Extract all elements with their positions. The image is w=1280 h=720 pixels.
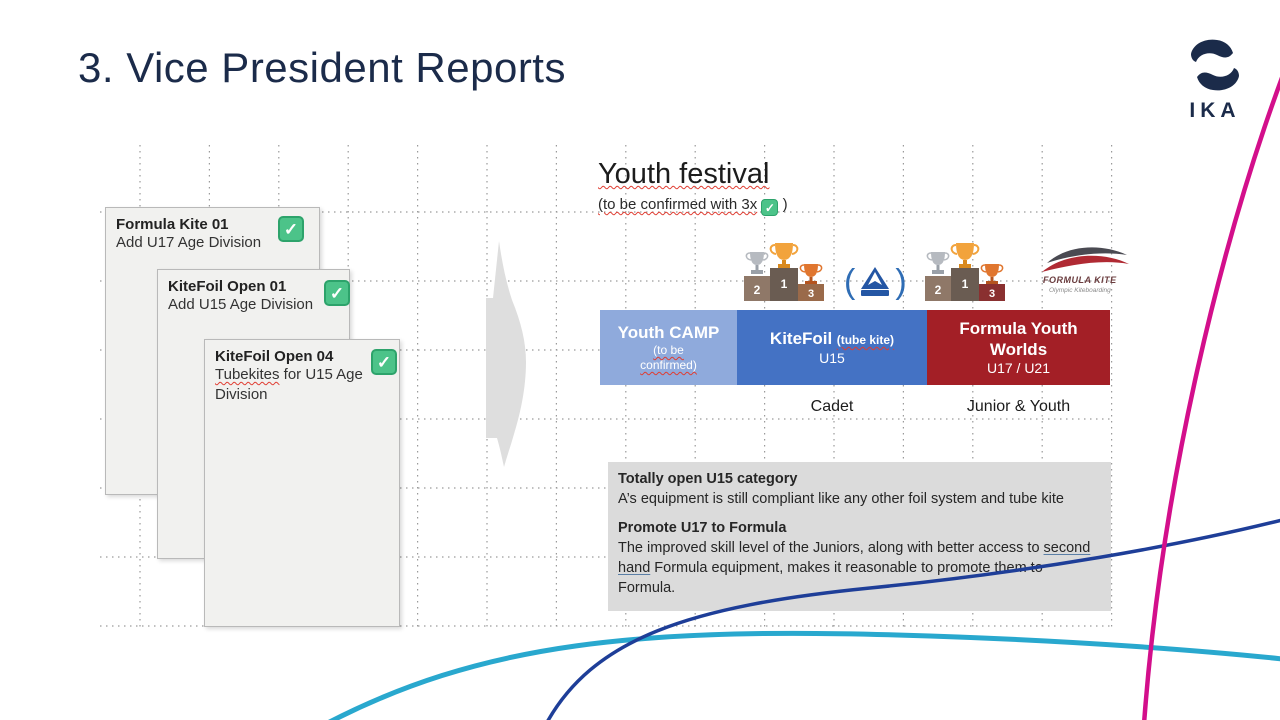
youth-foil-class-logo: ( ) (844, 262, 907, 301)
podium-trophies-left: 2 1 3 (744, 243, 824, 301)
notes-paragraph-2: The improved skill level of the Juniors,… (618, 538, 1101, 598)
right-paren: ) (895, 262, 907, 301)
age-label-cadet: Cadet (810, 398, 854, 415)
category-title: KiteFoil (769, 328, 833, 348)
podium-trophies-right: 2 1 3 (924, 243, 1005, 301)
card-body-rest: for U15 Age Division (215, 366, 363, 404)
youth-festival-subheading: (to be confirmed with 3x ✓ ) (598, 196, 788, 216)
category-title-note: (tube kite) (836, 332, 895, 347)
checkmark-icon: ✓ (324, 280, 350, 306)
page-title: 3. Vice President Reports (78, 44, 566, 91)
checkmark-icon: ✓ (761, 199, 779, 216)
notes-heading-2: Promote U17 to Formula (618, 520, 787, 536)
podium-place-2: 2 (934, 283, 941, 297)
notes-paragraph-1: A’s equipment is still compliant like an… (618, 491, 1064, 507)
card-title: Formula Kite 01 (116, 216, 229, 233)
age-label-junior-youth: Junior & Youth (966, 398, 1071, 415)
silver-trophy-icon (745, 252, 769, 274)
icons-row: 2 1 3 ( (740, 238, 1131, 302)
category-subtitle: (to be (653, 343, 684, 358)
cyan-curve (328, 630, 1280, 720)
category-kitefoil[interactable]: KiteFoil (tube kite) U15 (737, 310, 927, 385)
notes-p2-start: The improved skill level of the Juniors,… (618, 540, 1044, 556)
card-title: KiteFoil Open 04 (215, 348, 334, 365)
podium-place-2: 2 (754, 283, 761, 297)
category-subtitle: U17 / U21 (986, 360, 1051, 376)
bronze-trophy-icon (799, 264, 823, 284)
category-subtitle: confirmed) (640, 358, 697, 373)
category-title: Youth CAMP (617, 322, 720, 342)
gold-trophy-icon (769, 243, 799, 268)
subheading-close: ) (782, 196, 788, 213)
ika-swirl-icon (1191, 39, 1239, 91)
category-boxes: Youth CAMP (to be confirmed) KiteFoil (t… (600, 310, 1110, 385)
youth-festival-heading: Youth festival (598, 158, 769, 191)
ika-wordmark: IKA (1189, 99, 1241, 122)
dark-swoosh (1046, 247, 1127, 263)
podium-place-3: 3 (989, 288, 995, 300)
card-title: KiteFoil Open 01 (168, 278, 287, 295)
arrow-shape (486, 241, 526, 467)
left-paren: ( (844, 262, 856, 301)
subheading-text: (to be confirmed with 3x (598, 196, 758, 213)
red-swoosh (1041, 255, 1129, 272)
notes-box[interactable]: Totally open U15 category A’s equipment … (608, 462, 1111, 611)
checkmark-icon: ✓ (371, 349, 397, 375)
formula-kite-logo: FORMULA KITE Olympic Kiteboarding (1039, 243, 1131, 300)
gold-trophy-icon (950, 243, 980, 268)
category-formula-youth[interactable]: Formula Youth Worlds U17 / U21 (927, 310, 1110, 385)
silver-trophy-icon (926, 252, 950, 274)
category-title: Formula Youth (959, 318, 1078, 338)
magenta-curve (1142, 76, 1280, 720)
category-youth-camp[interactable]: Youth CAMP (to be confirmed) (600, 310, 737, 385)
card-body-word: Tubekites (215, 366, 280, 383)
youth-festival-text: Youth festival (598, 158, 770, 190)
notes-heading-1: Totally open U15 category (618, 471, 798, 487)
checkmark-icon: ✓ (278, 216, 304, 242)
category-title: Worlds (989, 339, 1048, 359)
podium-place-1: 1 (961, 277, 968, 291)
card-body: Add U15 Age Division (168, 296, 314, 313)
card-body: Add U17 Age Division (116, 234, 262, 251)
formula-kite-text: FORMULA KITE (1043, 275, 1117, 285)
foil-class-triangle-icon (861, 267, 890, 296)
note-card-kitefoil-open-04[interactable]: KiteFoil Open 04 Tubekites for U15 Age D… (204, 339, 400, 627)
card-body: Tubekites for U15 Age Division (215, 365, 365, 406)
ika-logo: IKA (1175, 38, 1255, 123)
olympic-kiteboarding-text: Olympic Kiteboarding (1049, 287, 1111, 294)
bronze-trophy-icon (980, 264, 1004, 284)
category-subtitle: U15 (819, 349, 845, 366)
podium-place-1: 1 (781, 277, 788, 291)
notes-p2-end: Formula equipment, makes it reasonable t… (618, 560, 1043, 596)
podium-place-3: 3 (808, 288, 814, 300)
